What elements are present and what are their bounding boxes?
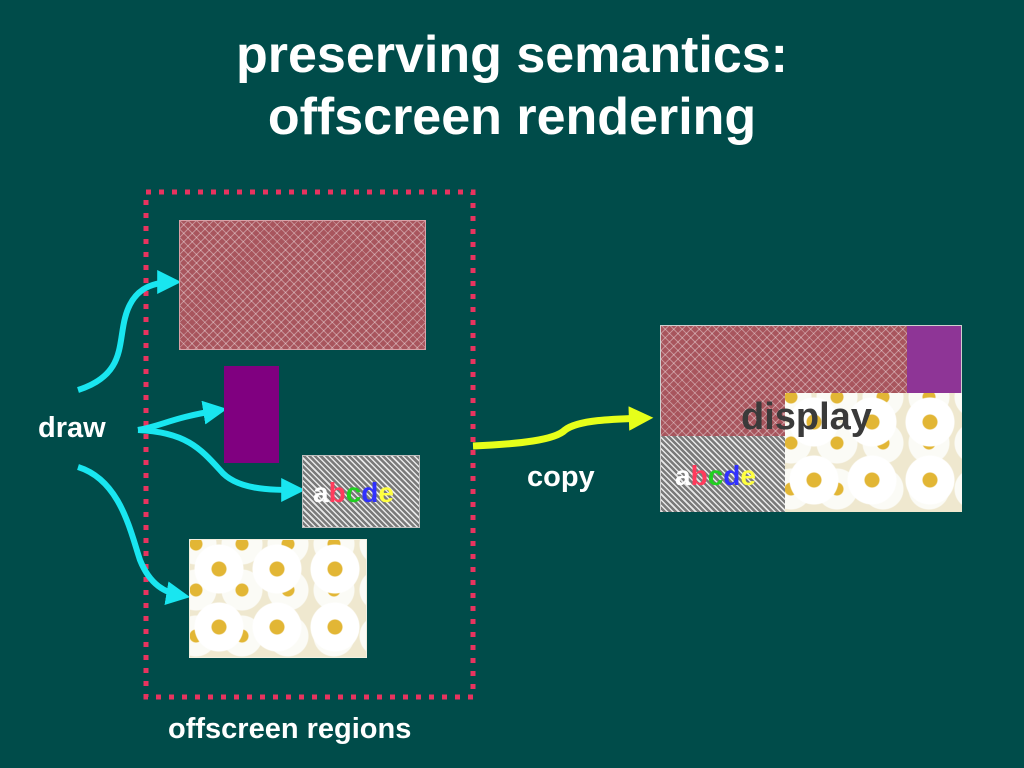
display-label: display (741, 396, 872, 438)
letter-c: c (345, 477, 362, 508)
page-title: preserving semantics: offscreen renderin… (0, 24, 1024, 148)
display-letters: abcde (675, 460, 756, 492)
display-letter-c: c (707, 460, 724, 491)
letter-e: e (378, 477, 394, 508)
title-line-2: offscreen rendering (267, 88, 757, 146)
draw-arrow-to-purple-rect (137, 400, 228, 433)
letter-a: a (313, 477, 329, 508)
copy-arrow (472, 406, 654, 450)
offscreen-letters: abcde (313, 477, 394, 509)
display-letter-b: b (690, 460, 708, 491)
display-letters-part (661, 436, 785, 512)
draw-arrow-to-daisy (76, 464, 191, 606)
copy-label: copy (527, 461, 595, 493)
draw-arrow-to-letters (137, 427, 306, 502)
display-daisy-part (785, 393, 962, 512)
display-letter-a: a (675, 460, 691, 491)
offscreen-red-hatched-rect (179, 220, 426, 350)
draw-arrow-to-red-rect (77, 270, 182, 393)
offscreen-letters-rect (302, 455, 420, 528)
display-composite: abcde display (660, 325, 962, 512)
offscreen-purple-rect (224, 366, 279, 463)
offscreen-regions-label: offscreen regions (168, 713, 412, 745)
letter-d: d (361, 477, 379, 508)
offscreen-daisy-image (189, 539, 367, 658)
draw-label: draw (38, 412, 106, 444)
title-line-1: preserving semantics: (235, 26, 789, 84)
display-letter-d: d (723, 460, 741, 491)
letter-b: b (328, 477, 346, 508)
display-letter-e: e (740, 460, 756, 491)
